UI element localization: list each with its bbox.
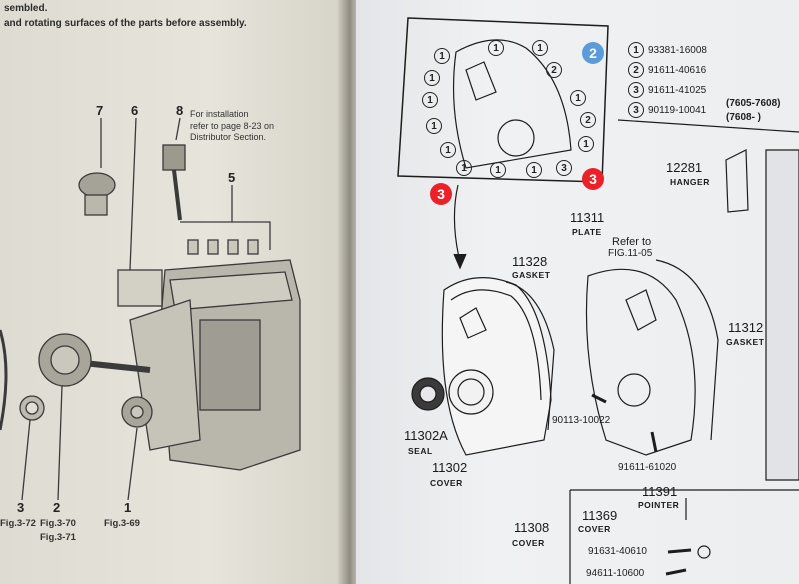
legend-note-2: (7608- )	[726, 112, 762, 123]
callout-3: 3	[17, 500, 25, 515]
legend-part-3b: 90119-10041	[648, 105, 707, 116]
bolt-num-2b: 2	[580, 112, 596, 128]
part-12281: 12281	[666, 160, 703, 175]
label-hanger: HANGER	[670, 177, 710, 187]
bolt-num-3a: 3	[556, 160, 572, 176]
timing-cover-exploded-diagram	[397, 17, 799, 584]
badge-red-3-left: 3	[430, 183, 452, 205]
bolt-num-1k: 1	[490, 162, 506, 178]
bolt-num-1c: 1	[422, 92, 438, 108]
bolt-num-1l: 1	[526, 162, 542, 178]
part-91631-40610: 91631-40610	[588, 546, 647, 557]
label-cover-3: COVER	[512, 538, 545, 548]
legend-num-1: 1	[628, 42, 644, 58]
bolt-num-1i: 1	[570, 90, 586, 106]
label-gasket-2: GASKET	[726, 337, 765, 347]
callout-6: 6	[131, 103, 139, 118]
legend-part-1: 93381-16008	[648, 45, 707, 56]
left-header-line2: and rotating surfaces of the parts befor…	[4, 18, 247, 29]
legend-num-3a: 3	[628, 82, 644, 98]
bolt-num-1a: 1	[434, 48, 450, 64]
part-11369: 11369	[582, 508, 618, 523]
bolt-num-1b: 1	[424, 70, 440, 86]
label-cover-2: COVER	[578, 524, 611, 534]
refer-to-text: Refer to	[612, 236, 652, 248]
legend-note-1: (7605-7608)	[726, 98, 781, 109]
callout-1: 1	[124, 500, 132, 515]
bolt-num-1j: 1	[578, 136, 594, 152]
part-11328: 11328	[512, 254, 548, 269]
part-91611-61020: 91611-61020	[618, 462, 677, 473]
badge-red-3-right: 3	[582, 168, 604, 190]
callout-5: 5	[228, 170, 236, 185]
legend-num-2: 2	[628, 62, 644, 78]
legend-part-2: 91611-40616	[648, 65, 707, 76]
bolt-num-1e: 1	[440, 142, 456, 158]
fig-ref-3-70: Fig.3-70	[40, 518, 76, 529]
legend-num-3b: 3	[628, 102, 644, 118]
fig-ref-3-69: Fig.3-69	[104, 518, 140, 529]
label-cover-1: COVER	[430, 478, 463, 488]
part-11311: 11311	[570, 210, 605, 225]
engine-exploded-illustration	[0, 117, 301, 501]
legend-part-3a: 91611-41025	[648, 85, 707, 96]
part-94611-10600: 94611-10600	[586, 568, 645, 579]
bolt-num-1f: 1	[456, 160, 472, 176]
fig-ref-3-71: Fig.3-71	[40, 532, 76, 543]
left-manual-page: sembled. and rotating surfaces of the pa…	[0, 0, 350, 584]
part-90113-10022: 90113-10022	[552, 415, 611, 426]
part-11312: 11312	[728, 320, 764, 335]
callout-7: 7	[96, 103, 104, 118]
fig-ref-3-72: Fig.3-72	[0, 518, 36, 529]
right-parts-catalog-page: 1 1 1 1 1 1 1 2 1 1 2 1 1 1 3 3 2 3 3 1 …	[356, 0, 799, 584]
refer-fig-text: FIG.11-05	[608, 248, 653, 259]
bolt-num-1g: 1	[488, 40, 504, 56]
install-note-line2: refer to page 8-23 on	[190, 120, 275, 131]
bolt-num-1d: 1	[426, 118, 442, 134]
label-seal: SEAL	[408, 446, 433, 456]
label-gasket-1: GASKET	[512, 270, 551, 280]
part-11302a: 11302A	[404, 428, 448, 443]
install-note: For installation refer to page 8-23 on D…	[190, 109, 274, 144]
part-11308: 11308	[514, 520, 550, 535]
bolt-num-2a: 2	[546, 62, 562, 78]
bolt-num-1h: 1	[532, 40, 548, 56]
part-11391: 11391	[642, 484, 678, 499]
callout-8: 8	[176, 103, 184, 118]
left-header-line1: sembled.	[4, 3, 48, 14]
callout-2: 2	[53, 500, 61, 515]
install-note-line3: Distributor Section.	[190, 132, 267, 142]
install-note-line1: For installation	[190, 109, 249, 119]
part-11302: 11302	[432, 460, 468, 475]
label-pointer: POINTER	[638, 500, 680, 510]
badge-blue-2: 2	[582, 42, 604, 64]
label-plate: PLATE	[572, 227, 602, 237]
